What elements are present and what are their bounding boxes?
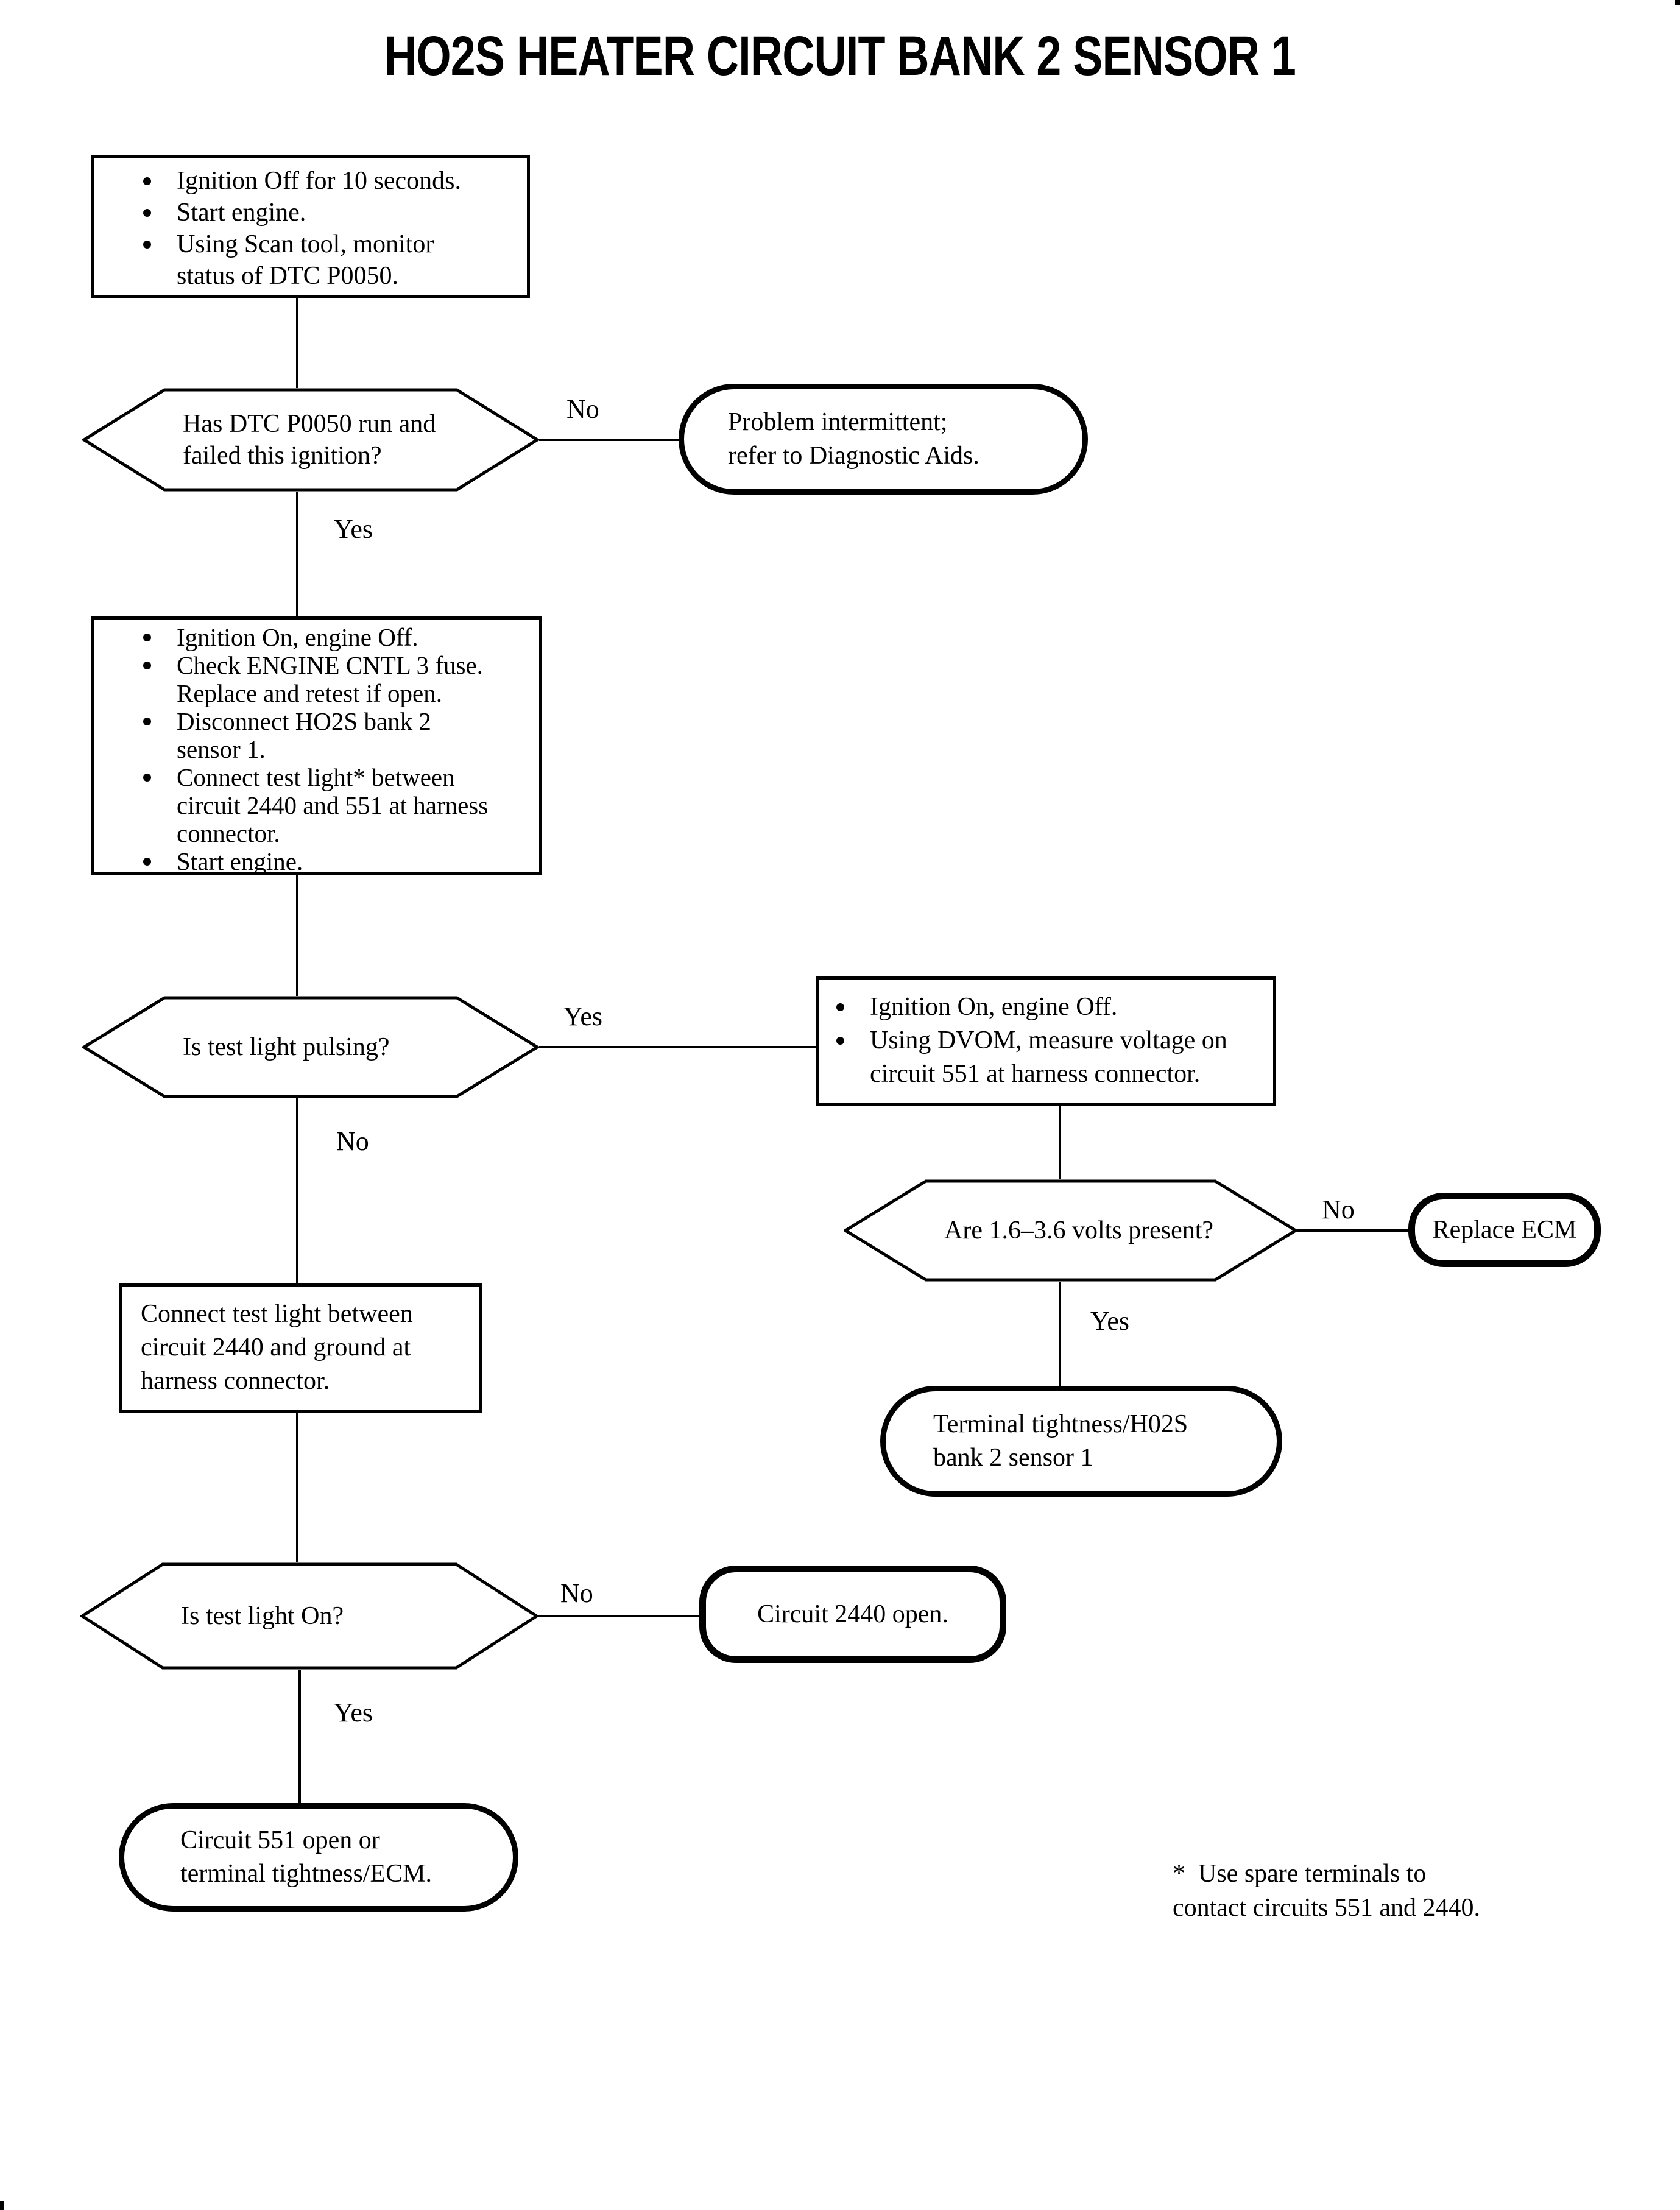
hexagon-shape xyxy=(82,996,539,1098)
connector-step2-decision-pulsing xyxy=(296,875,298,996)
bullet-icon xyxy=(143,634,151,641)
terminal-text: Terminal tightness/H02S bank 2 sensor 1 xyxy=(933,1410,1188,1472)
bullet-text: Start engine. xyxy=(177,199,306,227)
bullet-item: Start engine. xyxy=(143,197,516,228)
bullet-icon xyxy=(836,1037,844,1045)
bullet-text: Check ENGINE CNTL 3 fuse. Replace and re… xyxy=(177,651,483,707)
terminal-replace-ecm: Replace ECM xyxy=(1408,1193,1601,1267)
decision-test-light-pulsing: Is test light pulsing? xyxy=(82,996,539,1098)
bullet-item: Using DVOM, measure voltage on circuit 5… xyxy=(836,1024,1265,1091)
terminal-terminal-tightness: Terminal tightness/H02S bank 2 sensor 1 xyxy=(880,1386,1282,1497)
bullet-text: Using Scan tool, monitor status of DTC P… xyxy=(177,230,434,290)
bullet-item: Connect test light* between circuit 2440… xyxy=(143,763,531,847)
bullet-item: Ignition On, engine Off. xyxy=(836,990,1265,1024)
bullet-icon xyxy=(143,774,151,782)
edge-label-no: No xyxy=(1322,1195,1355,1224)
connector-decision-light-on-no xyxy=(538,1615,699,1617)
decision-question: Is test light On? xyxy=(181,1602,344,1630)
terminal-problem-intermittent: Problem intermittent; refer to Diagnosti… xyxy=(679,384,1088,495)
bullet-text: Ignition On, engine Off. xyxy=(177,623,418,651)
terminal-text: Replace ECM xyxy=(1432,1215,1577,1244)
bullet-item: Ignition Off for 10 seconds. xyxy=(143,165,516,197)
terminal-text: Circuit 551 open or terminal tightness/E… xyxy=(180,1826,432,1888)
bullet-icon xyxy=(143,718,151,725)
page-title-text: HO2S HEATER CIRCUIT BANK 2 SENSOR 1 xyxy=(384,25,1296,87)
page-title: HO2S HEATER CIRCUIT BANK 2 SENSOR 1 xyxy=(0,28,1680,84)
bullet-icon xyxy=(143,662,151,669)
bullet-icon xyxy=(143,241,151,249)
terminal-circuit-2440-open: Circuit 2440 open. xyxy=(699,1566,1006,1663)
edge-label-yes: Yes xyxy=(334,514,373,544)
bullet-icon xyxy=(143,177,151,185)
terminal-text: Problem intermittent; refer to Diagnosti… xyxy=(728,408,979,470)
bullet-text: Start engine. xyxy=(177,847,303,875)
edge-label-yes: Yes xyxy=(1090,1306,1130,1336)
scan-artifact-top-right xyxy=(1675,0,1680,5)
bullet-text: Disconnect HO2S bank 2 sensor 1. xyxy=(177,707,431,763)
connector-ground-decision-light-on xyxy=(296,1413,298,1562)
hexagon-shape xyxy=(80,1562,538,1670)
footnote: * Use spare terminals to contact circuit… xyxy=(1173,1860,1481,1922)
connector-decision-pulsing-yes xyxy=(539,1046,816,1048)
connector-decision-light-on-yes xyxy=(298,1670,301,1803)
terminal-circuit-551-open: Circuit 551 open or terminal tightness/E… xyxy=(119,1803,518,1912)
process-test-light-ground: Connect test light between circuit 2440 … xyxy=(119,1283,482,1413)
decision-dtc-run-failed: Has DTC P0050 run and failed this igniti… xyxy=(82,388,539,492)
edge-label-yes: Yes xyxy=(334,1698,373,1728)
decision-volts-present: Are 1.6–3.6 volts present? xyxy=(844,1179,1297,1282)
bullet-item: Check ENGINE CNTL 3 fuse. Replace and re… xyxy=(143,651,531,707)
bullet-item: Disconnect HO2S bank 2 sensor 1. xyxy=(143,707,531,763)
connector-decision-dtc-yes xyxy=(296,492,298,616)
process-test-light-setup: Ignition On, engine Off. Check ENGINE CN… xyxy=(91,616,542,875)
terminal-text: Circuit 2440 open. xyxy=(757,1600,948,1628)
connector-decision-volts-yes xyxy=(1059,1282,1061,1386)
bullet-icon xyxy=(143,858,151,866)
bullet-item: Using Scan tool, monitor status of DTC P… xyxy=(143,228,516,292)
edge-label-no: No xyxy=(336,1126,369,1156)
hexagon-shape xyxy=(844,1179,1297,1282)
bullet-text: Connect test light* between circuit 2440… xyxy=(177,763,489,847)
connector-decision-pulsing-no xyxy=(296,1098,298,1283)
edge-label-no: No xyxy=(566,394,599,424)
process-text: Connect test light between circuit 2440 … xyxy=(141,1300,413,1395)
edge-label-no: No xyxy=(560,1578,593,1608)
decision-question: Are 1.6–3.6 volts present? xyxy=(944,1216,1214,1244)
connector-decision-dtc-no xyxy=(539,439,679,441)
bullet-icon xyxy=(836,1003,844,1011)
bullet-icon xyxy=(143,209,151,217)
bullet-text: Ignition On, engine Off. xyxy=(870,993,1118,1021)
decision-test-light-on: Is test light On? xyxy=(80,1562,538,1670)
scan-artifact-bottom-left xyxy=(0,2201,4,2210)
process-dvom-measure: Ignition On, engine Off. Using DVOM, mea… xyxy=(816,976,1276,1106)
connector-dvom-decision-volts xyxy=(1059,1106,1061,1179)
bullet-text: Using DVOM, measure voltage on circuit 5… xyxy=(870,1026,1227,1088)
connector-decision-volts-no xyxy=(1297,1229,1419,1232)
decision-question: Has DTC P0050 run and failed this igniti… xyxy=(183,410,436,470)
bullet-text: Ignition Off for 10 seconds. xyxy=(177,167,461,195)
hexagon-shape xyxy=(82,388,539,492)
connector-step1-decision-dtc xyxy=(296,298,298,388)
bullet-item: Ignition On, engine Off. xyxy=(143,623,531,651)
bullet-item: Start engine. xyxy=(143,847,531,875)
process-initial-check: Ignition Off for 10 seconds. Start engin… xyxy=(91,155,530,298)
edge-label-yes: Yes xyxy=(563,1001,603,1031)
decision-question: Is test light pulsing? xyxy=(183,1033,390,1061)
